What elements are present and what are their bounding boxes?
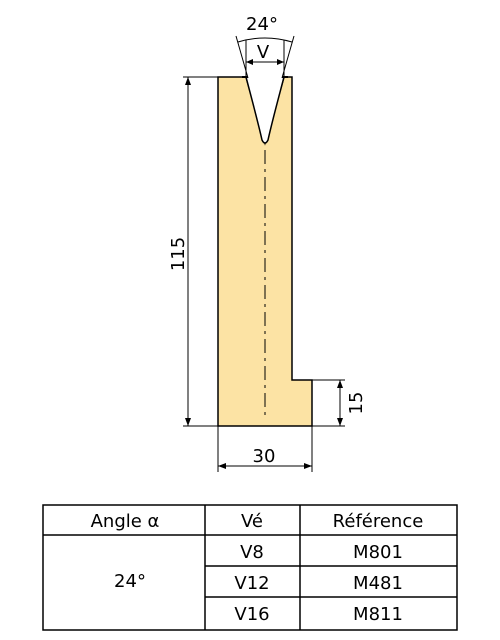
step-arrow-bottom bbox=[337, 418, 343, 426]
table-row-2-ve: V12 bbox=[234, 573, 269, 594]
table-header-angle: Angle α bbox=[91, 511, 160, 532]
width-arrow-left bbox=[218, 463, 226, 469]
table-row-1-ref: M801 bbox=[353, 542, 403, 563]
height-arrow-top bbox=[185, 77, 191, 85]
v-arrow-left bbox=[246, 59, 253, 65]
width-arrow-right bbox=[304, 463, 312, 469]
step-dim-label: 15 bbox=[346, 392, 367, 415]
table-row-2-ref: M481 bbox=[353, 573, 403, 594]
reference-table: Angle α Vé Référence 24° V8 M801 V12 M48… bbox=[42, 504, 458, 631]
v-arrow-right bbox=[277, 59, 284, 65]
height-dim-label: 115 bbox=[168, 237, 189, 271]
table-border bbox=[42, 504, 458, 631]
step-arrow-top bbox=[337, 380, 343, 388]
height-arrow-bottom bbox=[185, 418, 191, 426]
table-angle-value: 24° bbox=[114, 571, 146, 592]
table-header-ve: Vé bbox=[241, 511, 263, 532]
table-header-reference: Référence bbox=[333, 511, 424, 532]
angle-arc bbox=[237, 37, 293, 43]
table-row-3-ref: M811 bbox=[353, 604, 403, 625]
width-dim-label: 30 bbox=[253, 446, 276, 467]
angle-dim-label: 24° bbox=[246, 14, 278, 35]
v-groove bbox=[245, 76, 285, 144]
table-row-3-ve: V16 bbox=[234, 604, 269, 625]
v-dim-label: V bbox=[257, 42, 270, 63]
table-row-1-ve: V8 bbox=[240, 542, 264, 563]
